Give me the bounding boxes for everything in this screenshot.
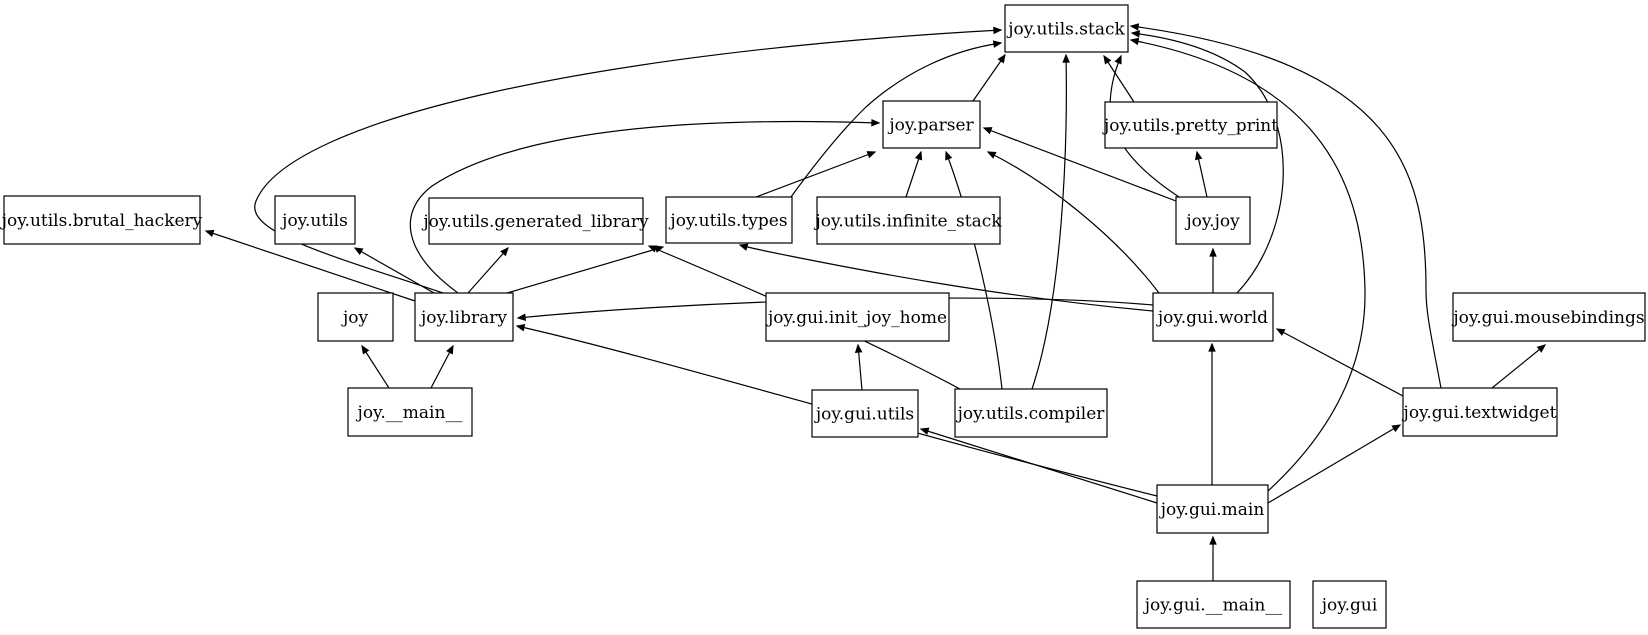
edge-joy-joy--joy-parser [982, 127, 1177, 202]
node-box-joy-gui-textwidget [1402, 387, 1558, 437]
node-box-joy-utils-generated-library [428, 197, 644, 245]
node-label-joy-gui: joy.gui [1320, 596, 1378, 616]
edge-joy-gui-world--joy-utils-types [738, 243, 1154, 312]
node-label-joy-gui-world: joy.gui.world [1156, 308, 1268, 328]
edge-joy-utils-compiler--joy-parser [945, 150, 1003, 390]
node-label-joy-utils-compiler: joy.utils.compiler [956, 404, 1106, 424]
node-joy-utils-infinite-stack: joy.utils.infinite_stack [813, 196, 1002, 245]
node-joy-utils-types: joy.utils.types [665, 196, 793, 244]
node-joy-utils-pretty-print: joy.utils.pretty_print [1102, 101, 1278, 149]
edge-joy-gui-textwidget--joy-utils-stack [1129, 23, 1442, 389]
node-label-joy-main: joy.__main__ [356, 403, 463, 423]
node-box-joy-utils-types [665, 196, 793, 244]
edge-joy-utils-types--joy-utils-stack [790, 40, 1003, 198]
node-box-joy-gui [1312, 580, 1387, 629]
node-joy-parser: joy.parser [882, 100, 981, 149]
node-box-joy-gui-main-dunder [1136, 580, 1291, 629]
node-joy-gui-init-joy-home: joy.gui.init_joy_home [765, 292, 950, 342]
node-label-joy-gui-main: joy.gui.main [1159, 500, 1265, 520]
edge-joy-gui-utils--joy-gui-init-joy-home [854, 343, 863, 391]
node-joy-utils-stack: joy.utils.stack [1004, 4, 1129, 53]
node-label-joy-utils-infinite-stack: joy.utils.infinite_stack [813, 212, 1002, 232]
node-label-joy-gui-utils: joy.gui.utils [814, 405, 914, 425]
edge-joy-library--joy-parser [409, 118, 881, 294]
node-label-joy-joy: joy.joy [1184, 212, 1240, 232]
node-box-joy-utils-stack [1004, 4, 1129, 53]
node-box-joy-parser [882, 100, 981, 149]
edge-joy-gui-main--joy-library [515, 323, 1158, 497]
node-joy-utils-generated-library: joy.utils.generated_library [421, 197, 649, 245]
edge-joy-utils-infinite-stack--joy-parser [905, 150, 923, 198]
node-box-joy-utils [274, 195, 356, 245]
edge-joy-library--joy-utils-stack [254, 26, 1003, 294]
node-joy-gui-main: joy.gui.main [1156, 484, 1269, 534]
node-box-joy-joy [1175, 196, 1251, 245]
node-joy-gui: joy.gui [1312, 580, 1387, 629]
node-joy: joy [317, 292, 394, 342]
node-box-joy-gui-world [1152, 292, 1274, 342]
edge-joy-utils-pretty-print--joy-utils-stack [1103, 54, 1135, 103]
edge-joy-utils-types--joy-parser [755, 151, 877, 198]
node-box-joy-utils-brutal-hackery [3, 195, 201, 245]
edge-joy-gui-textwidget--joy-gui-world [1275, 328, 1404, 397]
edge-joy-gui-world--joy-parser [986, 151, 1160, 294]
edge-joy-main--joy [361, 344, 390, 389]
edge-joy-gui-main--joy-gui-textwidget [1267, 424, 1402, 504]
node-box-joy-gui-main [1156, 484, 1269, 534]
node-label-joy-utils-pretty-print: joy.utils.pretty_print [1102, 116, 1278, 136]
node-label-joy-utils-stack: joy.utils.stack [1006, 20, 1125, 40]
node-joy-main: joy.__main__ [347, 387, 473, 437]
node-joy-utils: joy.utils [274, 195, 356, 245]
edge-joy-gui-world--joy-utils-stack [1130, 30, 1284, 294]
node-label-joy-library: joy.library [419, 308, 507, 328]
edge-joy-parser--joy-utils-stack [972, 53, 1006, 102]
node-box-joy-library [414, 292, 514, 342]
edge-joy-gui-main--joy-utils-stack [1129, 37, 1366, 492]
node-box-joy-gui-init-joy-home [765, 292, 950, 342]
edge-joy-library--joy-utils-types [506, 245, 665, 294]
node-label-joy-utils-types: joy.utils.types [668, 211, 787, 231]
node-joy-gui-utils: joy.gui.utils [811, 389, 919, 438]
edge-joy-library--joy-utils-brutal-hackery [204, 229, 416, 302]
node-box-joy-utils-infinite-stack [816, 196, 1001, 245]
node-joy-gui-textwidget: joy.gui.textwidget [1402, 387, 1558, 437]
node-label-joy-gui-mousebindings: joy.gui.mousebindings [1451, 308, 1644, 328]
node-box-joy-utils-compiler [954, 388, 1108, 438]
node-joy-gui-main-dunder: joy.gui.__main__ [1136, 580, 1291, 629]
node-joy-gui-world: joy.gui.world [1152, 292, 1274, 342]
node-label-joy: joy [341, 308, 369, 328]
node-box-joy-utils-pretty-print [1104, 101, 1278, 149]
node-label-joy-gui-init-joy-home: joy.gui.init_joy_home [766, 308, 947, 328]
edge-joy-gui-textwidget--joy-gui-mousebindings [1491, 344, 1547, 389]
node-label-joy-utils-brutal-hackery: joy.utils.brutal_hackery [0, 211, 203, 231]
node-box-joy-gui-mousebindings [1452, 292, 1646, 342]
node-box-joy [317, 292, 394, 342]
nodes-layer: joy.utils.stack joy.parser joy.utils.prett… [0, 4, 1646, 629]
node-box-joy-main [347, 387, 473, 437]
node-label-joy-gui-main-dunder: joy.gui.__main__ [1143, 596, 1283, 616]
edge-joy-utils-compiler--joy-utils-stack [1031, 53, 1070, 390]
edge-joy-main--joy-library [430, 344, 454, 389]
node-label-joy-utils-generated-library: joy.utils.generated_library [421, 212, 649, 232]
node-joy-library: joy.library [414, 292, 514, 342]
node-joy-utils-compiler: joy.utils.compiler [954, 388, 1108, 438]
node-box-joy-gui-utils [811, 389, 919, 438]
edge-joy-library--joy-utils-generated-library [467, 246, 509, 294]
node-label-joy-parser: joy.parser [887, 116, 974, 136]
node-label-joy-gui-textwidget: joy.gui.textwidget [1402, 403, 1557, 423]
node-joy-gui-mousebindings: joy.gui.mousebindings [1451, 292, 1646, 342]
node-joy-utils-brutal-hackery: joy.utils.brutal_hackery [0, 195, 203, 245]
node-label-joy-utils: joy.utils [280, 211, 348, 231]
edge-joy-joy--joy-utils-pretty-print [1194, 150, 1208, 198]
node-joy-joy: joy.joy [1175, 196, 1251, 245]
